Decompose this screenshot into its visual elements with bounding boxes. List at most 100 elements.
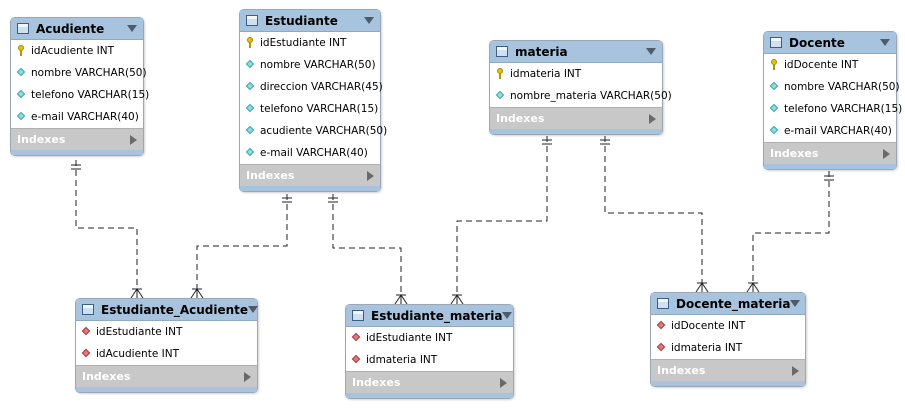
column-row[interactable]: e-mail VARCHAR(40) [240,142,380,164]
indexes-label: Indexes [82,370,131,383]
table-title: Estudiante [265,13,338,28]
table-icon [82,304,94,315]
table-title: Docente_materia [676,296,791,311]
column-row[interactable]: nombre VARCHAR(50) [764,76,900,98]
column-row[interactable]: idEstudiante INT [240,32,380,54]
table-icon [496,46,508,57]
column-row[interactable]: nombre_materia VARCHAR(50) [490,85,672,107]
foreign-key-diamond-icon [81,326,93,338]
column-label: nombre_materia VARCHAR(50) [510,90,672,102]
table-bottom-bar [11,150,143,155]
column-row[interactable]: nombre VARCHAR(50) [240,54,380,76]
column-row[interactable]: telefono VARCHAR(15) [11,84,149,106]
expand-arrow-icon[interactable] [244,371,251,382]
table-icon [770,37,782,48]
table-header[interactable]: Docente [764,32,896,54]
indexes-label: Indexes [657,364,706,377]
column-label: idmateria INT [510,68,582,80]
column-row[interactable]: idDocente INT [651,315,805,337]
column-label: idEstudiante INT [96,326,183,338]
table-bottom-bar [76,387,257,392]
rel-materia-docente-materia [604,136,703,292]
column-row[interactable]: direccion VARCHAR(45) [240,76,383,98]
column-label: idEstudiante INT [260,37,347,49]
table-header[interactable]: materia [490,41,662,63]
table-estudiante-acudiente[interactable]: Estudiante_Acudiente idEstudiante INT id… [75,298,259,393]
table-header[interactable]: Docente_materia [651,293,805,315]
indexes-section[interactable]: Indexes [490,107,662,129]
column-row[interactable]: idAcudiente INT [76,343,257,365]
indexes-section[interactable]: Indexes [240,164,380,186]
column-label: e-mail VARCHAR(40) [260,147,368,159]
table-docente-materia[interactable]: Docente_materia idDocente INT idmateria … [650,292,806,387]
expand-arrow-icon[interactable] [649,113,656,124]
foreign-key-diamond-icon [351,354,363,366]
indexes-section[interactable]: Indexes [346,371,513,393]
column-label: idEstudiante INT [366,332,453,344]
one-mark-acudiente [71,164,81,170]
table-title: Estudiante_materia [371,308,503,323]
crowfoot-ea-2 [190,288,204,299]
table-icon [246,15,258,26]
table-estudiante[interactable]: Estudiante idEstudiante INT nombre VARCH… [239,9,387,192]
column-row[interactable]: telefono VARCHAR(15) [240,98,380,120]
indexes-section[interactable]: Indexes [76,365,257,387]
rel-docente-docente-materia [752,171,830,292]
table-estudiante-materia[interactable]: Estudiante_materia idEstudiante INT idma… [345,304,514,399]
table-acudiente[interactable]: Acudiente idAcudiente INT nombre VARCHAR… [10,17,149,156]
rel-estudiante-estudiante-acudiente [196,194,288,298]
table-docente[interactable]: Docente idDocente INT nombre VARCHAR(50)… [763,31,902,170]
column-row[interactable]: nombre VARCHAR(50) [11,62,147,84]
primary-key-icon [769,59,781,71]
expand-arrow-icon[interactable] [500,377,507,388]
column-diamond-icon [769,81,781,93]
column-label: telefono VARCHAR(15) [784,103,903,115]
collapse-arrow-icon[interactable] [790,300,801,307]
column-label: nombre VARCHAR(50) [31,67,147,79]
table-header[interactable]: Estudiante_materia [346,305,513,327]
one-mark-docente [824,175,834,181]
crowfoot-em-2 [450,294,464,305]
indexes-section[interactable]: Indexes [11,128,143,150]
table-header[interactable]: Acudiente [11,18,143,40]
column-row[interactable]: idEstudiante INT [76,321,257,343]
column-diamond-icon [245,103,257,115]
primary-key-icon [16,45,28,57]
expand-arrow-icon[interactable] [792,365,799,376]
table-header[interactable]: Estudiante [240,10,380,32]
one-mark-materia-a [542,139,552,145]
column-row[interactable]: e-mail VARCHAR(40) [11,106,143,128]
column-row[interactable]: telefono VARCHAR(15) [764,98,902,120]
rel-acudiente-estudiante-acudiente [75,160,138,298]
column-row[interactable]: acudiente VARCHAR(50) [240,120,387,142]
collapse-arrow-icon[interactable] [880,39,890,46]
expand-arrow-icon[interactable] [130,134,137,145]
column-label: nombre VARCHAR(50) [260,59,376,71]
table-header[interactable]: Estudiante_Acudiente [76,299,259,321]
expand-arrow-icon[interactable] [367,170,374,181]
indexes-label: Indexes [17,133,66,146]
one-mark-materia-b [600,139,610,145]
table-bottom-bar [346,393,513,398]
indexes-section[interactable]: Indexes [764,142,896,164]
collapse-arrow-icon[interactable] [364,17,374,24]
column-row[interactable]: idEstudiante INT [346,327,513,349]
column-row[interactable]: idAcudiente INT [11,40,143,62]
table-title: Acudiente [36,21,105,36]
collapse-arrow-icon[interactable] [502,312,513,319]
collapse-arrow-icon[interactable] [646,48,656,55]
indexes-section[interactable]: Indexes [651,359,805,381]
crowfoot-dm-2 [746,282,760,293]
table-materia[interactable]: materia idmateria INT nombre_materia VAR… [489,40,672,135]
column-row[interactable]: idmateria INT [651,337,805,359]
expand-arrow-icon[interactable] [883,148,890,159]
column-label: nombre VARCHAR(50) [784,81,900,93]
column-row[interactable]: idmateria INT [490,63,662,85]
column-label: idDocente INT [784,59,859,71]
column-row[interactable]: idDocente INT [764,54,896,76]
collapse-arrow-icon[interactable] [127,25,137,32]
column-row[interactable]: idmateria INT [346,349,513,371]
column-label: telefono VARCHAR(15) [31,89,150,101]
collapse-arrow-icon[interactable] [248,306,259,313]
column-row[interactable]: e-mail VARCHAR(40) [764,120,896,142]
